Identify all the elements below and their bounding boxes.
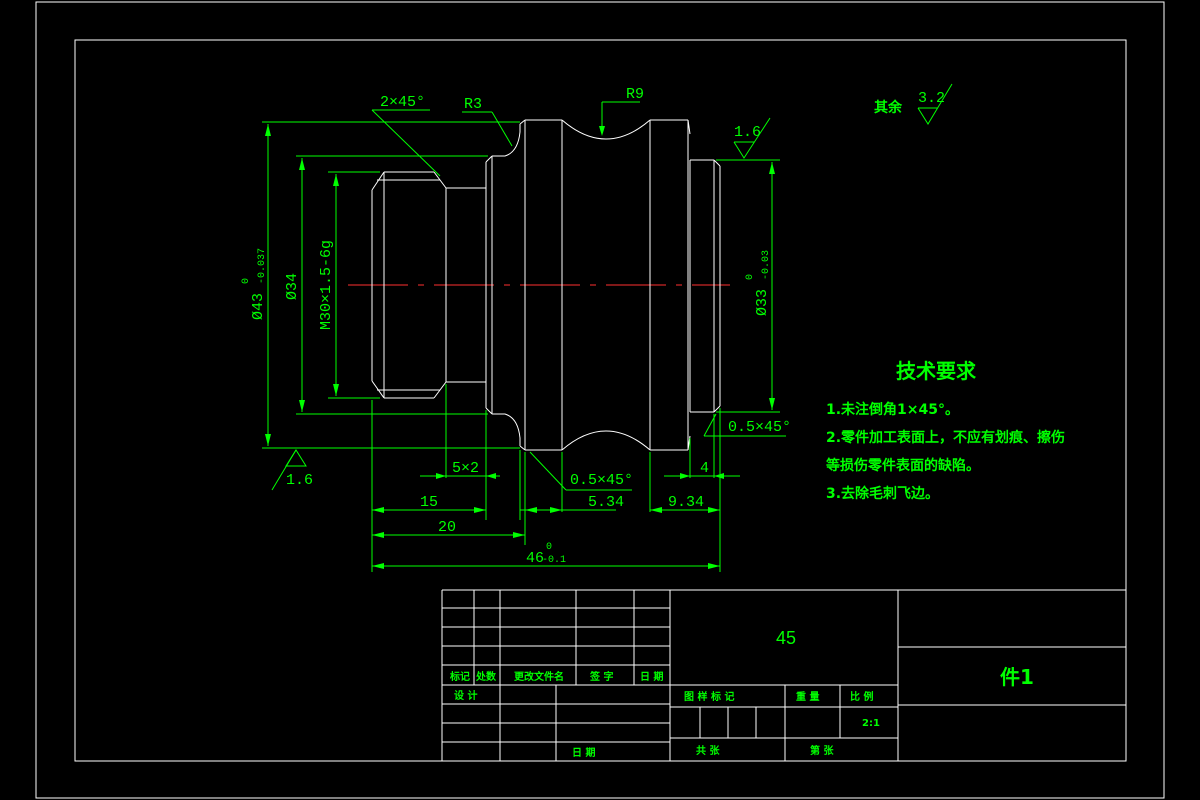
dimension-lines [262,101,786,572]
roughness-other-value: 3.2 [918,90,945,107]
dim-undercut: 5×2 [452,460,479,477]
dim-dia-34-group: Ø34 [284,273,301,300]
dim-dia-43-tol-upper: 0 [241,278,252,284]
title-col-date: 日 期 [640,670,663,683]
requirement-2: 2.零件加工表面上，不应有划痕、擦伤 [826,429,1065,446]
dim-thread: M30×1.5-6g [318,240,335,330]
title-date: 日 期 [572,746,595,759]
dim-dia-33-tol-lower: -0.03 [761,250,772,280]
title-col-count: 处数 [475,670,497,683]
title-col-sign: 签 字 [589,670,613,683]
part-outline [371,119,721,451]
requirement-3: 3.去除毛刺飞边。 [826,485,939,502]
dim-len-46-tol-upper: 0 [546,542,552,553]
dim-chamfer-left: 2×45° [380,94,425,111]
title-part-name: 件1 [1000,665,1034,689]
dim-dia-43-group: Ø43 0 -0.037 [241,248,268,320]
dim-dia-33-group: Ø33 0 -0.03 [745,250,772,316]
title-scale-value: 2:1 [862,718,880,729]
dim-dia-34: Ø34 [284,273,301,300]
title-scale-label: 比 例 [850,690,873,703]
outer-frame [35,1,1165,799]
title-block [441,589,1126,761]
title-col-mark: 标记 [449,670,470,683]
dim-len-15: 15 [420,494,438,511]
dim-dia-33: Ø33 [754,289,771,316]
title-weight: 重 量 [796,690,819,703]
title-total-sheets: 共 张 [696,744,720,757]
inner-frame [74,39,1127,762]
roughness-symbols [271,83,953,491]
dim-dia-33-tol-upper: 0 [745,274,756,280]
title-sheet-number: 第 张 [810,744,834,757]
dim-thread-group: M30×1.5-6g [318,240,335,330]
requirement-2-cont: 等损伤零件表面的缺陷。 [826,457,980,474]
requirements-title: 技术要求 [896,359,977,383]
title-col-change-doc: 更改文件名 [514,670,564,683]
requirement-1: 1.未注倒角1×45°。 [826,401,959,418]
roughness-left-value: 1.6 [286,472,313,489]
dim-len-4: 4 [700,460,709,477]
dim-dia-43-tol-lower: -0.037 [257,248,268,284]
dim-len-534: 5.34 [588,494,624,511]
title-design: 设 计 [454,689,477,702]
dim-chamfer-mid: 0.5×45° [570,472,633,489]
title-drawing-mark: 图 样 标 记 [684,690,734,703]
roughness-right-value: 1.6 [734,124,761,141]
dim-len-934: 9.34 [668,494,704,511]
roughness-other-label: 其余 [874,99,903,116]
dim-len-46: 46 [526,550,544,567]
dim-len-20: 20 [438,519,456,536]
dim-chamfer-right: 0.5×45° [728,419,791,436]
dim-dia-43: Ø43 [250,293,267,320]
title-material: 45 [776,628,796,648]
dim-len-46-tol-lower: -0.1 [542,555,566,566]
dim-groove-r9: R9 [626,86,644,103]
dim-fillet-r3: R3 [464,96,482,113]
